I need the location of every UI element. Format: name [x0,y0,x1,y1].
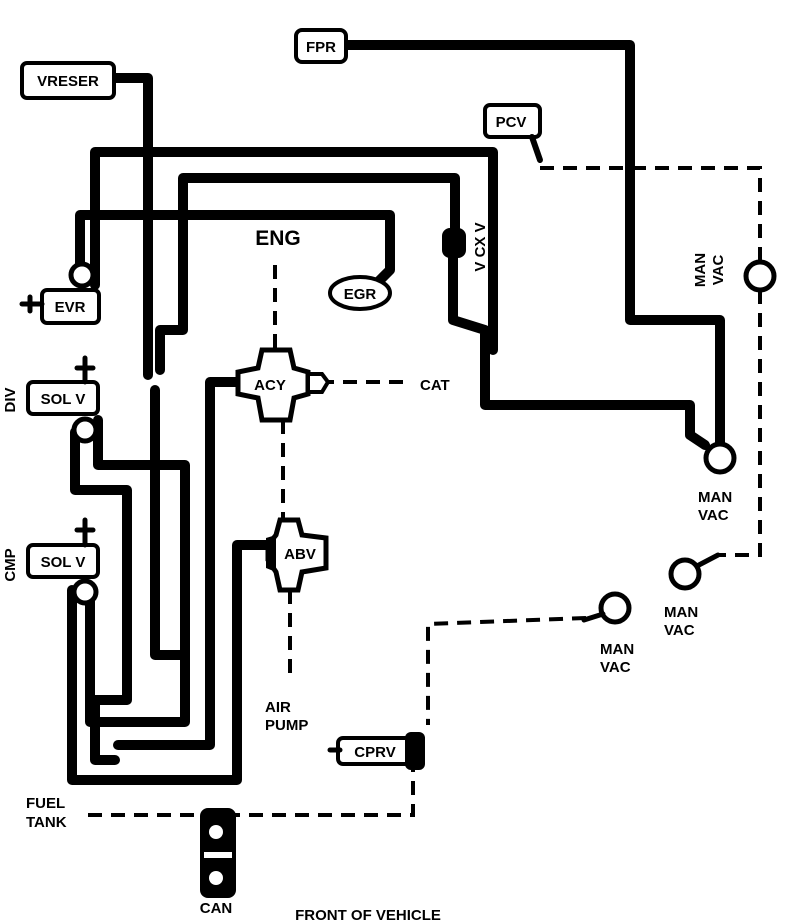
hose-vcxv-out [448,253,710,450]
cprv-label: CPRV [354,744,395,761]
egr-component: EGR [328,275,392,311]
dash-man-vac-left [426,616,587,725]
dash-fuel-tank [88,770,415,817]
man-vac-1-label-b: VAC [710,255,727,286]
cat-label: CAT [420,377,450,394]
hose-vreser-down [150,385,190,660]
fuel-tank-label-1: FUEL [26,795,65,812]
vreser-label: VRESER [37,73,99,90]
vreser-component: VRESER [20,61,116,100]
dash-man-vac-down [718,290,762,557]
can-label: CAN [200,900,233,917]
fpr-component: FPR [294,28,348,64]
hose-sol-div-a [70,427,132,765]
sol-v-div-component: SOL V [26,355,100,444]
man-vac-2-label-b: VAC [698,507,729,524]
front-of-vehicle-label: FRONT OF VEHICLE [295,907,441,924]
man-vac-port-2: MAN VAC [698,441,737,524]
div-label: DIV [2,387,19,412]
sol-v-cmp-label: SOL V [41,554,86,571]
hose-engine-loop [155,173,460,375]
man-vac-port-3: MAN VAC [664,552,721,639]
man-vac-4-label-a: MAN [600,641,634,658]
cprv-component: CPRV [327,732,425,770]
man-vac-3-label-b: VAC [664,622,695,639]
man-vac-2-label-a: MAN [698,489,732,506]
cmp-label: CMP [2,548,19,581]
evr-component: EVR [19,261,101,325]
sol-v-div-label: SOL V [41,391,86,408]
man-vac-port-1: MAN VAC [692,253,777,293]
vcxv-component: V CX V [442,222,489,272]
acy-label: ACY [254,377,286,394]
canister-component: CAN [200,808,236,917]
hose-sol-div-b [85,415,190,727]
abv-component: ABV [265,517,329,593]
man-vac-3-label-a: MAN [664,604,698,621]
pcv-component: PCV [483,103,543,163]
vcxv-label: V CX V [472,222,489,271]
hose-evr-cross [75,210,395,295]
hose-acy-loop [113,377,245,750]
fuel-tank-label-2: TANK [26,814,67,831]
dashed-lines [88,166,762,817]
fpr-label: FPR [306,39,336,56]
egr-label: EGR [344,286,377,303]
dash-pcv-right [540,166,762,262]
sol-v-cmp-component: SOL V [26,517,100,606]
air-pump-label-2: PUMP [265,717,308,734]
hose-vreser-main [105,73,153,380]
hose-abv-loop [67,540,277,785]
man-vac-port-4: MAN VAC [581,591,634,676]
man-vac-1-label-a: MAN [692,253,709,287]
engine-label: ENG [255,227,301,250]
abv-label: ABV [284,546,316,563]
man-vac-4-label-b: VAC [600,659,631,676]
air-pump-label-1: AIR [265,699,291,716]
acy-component: ACY [235,347,331,423]
evr-label: EVR [55,299,86,316]
hose-fpr-to-man-vac [335,40,725,450]
pcv-label: PCV [496,114,527,131]
solid-hoses [67,40,725,785]
